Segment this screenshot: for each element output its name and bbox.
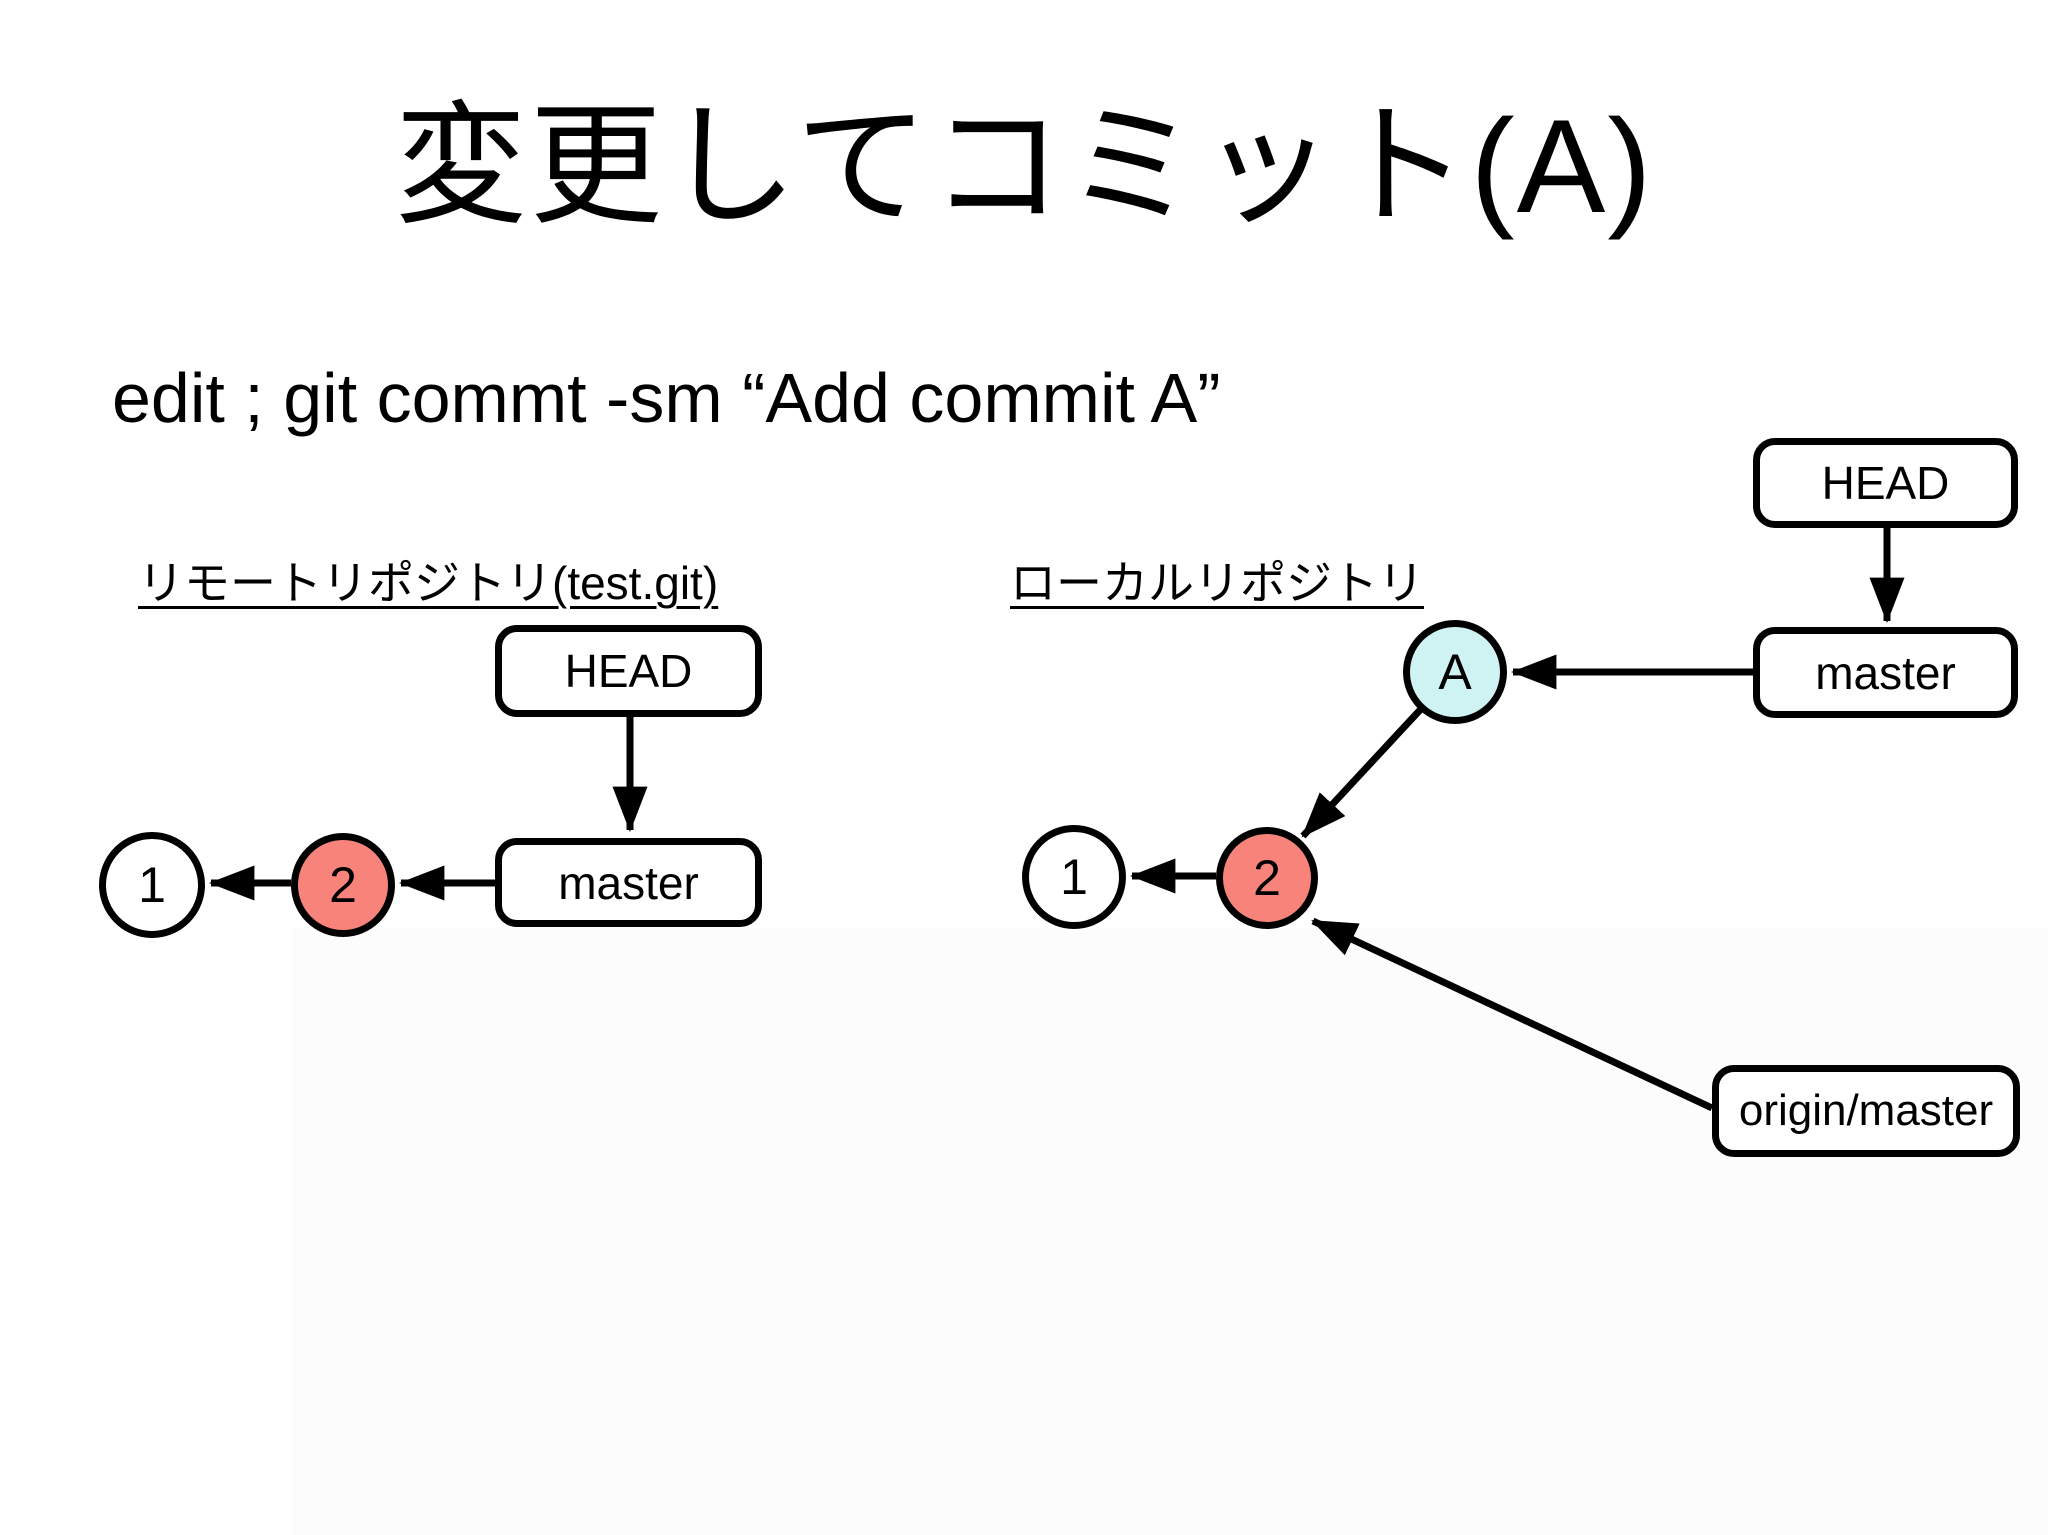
arrow-local-commitA-to-commit2 [1300,707,1423,839]
remote-master-label: master [558,856,699,909]
local-commit-1-label: 1 [1060,849,1088,905]
local-repo-label: ローカルリポジトリ [1010,557,1424,609]
slide-title: 変更してコミット(A) [394,93,1654,241]
origin-master-box: origin/master [1712,1065,2020,1157]
remote-commit-2-label: 2 [329,857,357,913]
remote-repo-label: リモートリポジトリ(test.git) [138,557,719,609]
background-shade [292,928,2048,1535]
local-commit-A: A [1403,620,1507,724]
local-master-label: master [1815,646,1956,699]
local-commit-2-label: 2 [1253,850,1281,906]
remote-commit-1-label: 1 [138,857,166,913]
remote-commit-1: 1 [99,832,205,938]
local-master-box: master [1753,627,2018,718]
local-commit-1: 1 [1022,825,1126,929]
local-head-box: HEAD [1753,438,2018,528]
origin-master-label: origin/master [1738,1086,1994,1135]
remote-head-label: HEAD [564,645,693,697]
git-command-text: edit ; git commt -sm “Add commit A” [112,359,1221,437]
local-head-label: HEAD [1821,457,1950,509]
local-commit-2: 2 [1216,827,1318,929]
local-commit-A-label: A [1438,644,1472,700]
arrow-origin-master-to-commit2 [1311,917,1714,1112]
remote-master-box: master [495,838,762,927]
remote-head-box: HEAD [495,625,762,717]
remote-commit-2: 2 [291,833,395,937]
